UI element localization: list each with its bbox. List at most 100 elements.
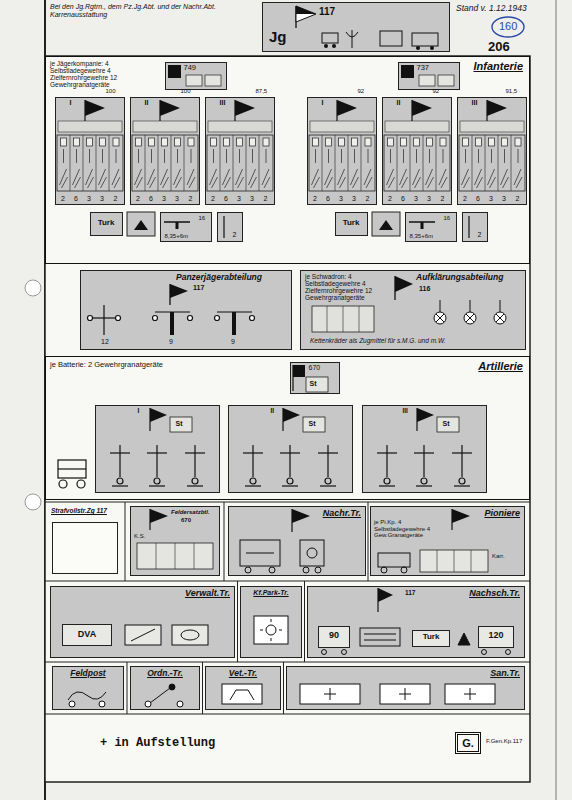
unit-note: F.Gen.Kp.117 [486,738,522,745]
antitank-battalion-box: Panzerjägerabteilung117 [80,270,292,350]
chart-frame [45,56,530,782]
strength-number: 2 [366,195,370,203]
unit-label: 670 [309,364,321,372]
strength-number: 3 [162,195,166,203]
unit-number: St [309,420,316,428]
infantry-symbols [55,62,527,242]
strength-number: 3 [250,195,254,203]
unit-number: St [443,420,450,428]
strength-number: 12 [101,338,109,346]
unit-number: 92 [433,88,440,95]
unit-number: 87,5 [256,88,268,95]
motor-park-box: Kf.Park-Tr. [240,586,302,658]
column-box: Turk [412,630,450,647]
battalion-box: II92 [382,97,452,205]
unit-label: II [271,407,275,414]
paper-edge [556,0,557,800]
footnote: + in Aufstellung [100,737,215,750]
unit-label: Jg [269,29,287,46]
strength-number: 9 [169,338,173,346]
strength-number: 2 [211,195,215,203]
unit-label: Ordn.-Tr. [131,669,199,678]
company-box: 2 [462,212,488,242]
date-note: Stand v. 1.12.1943 [456,4,527,13]
strength-number: 3 [87,195,91,203]
antitank-recon-symbols [80,270,526,350]
unit-number: 92 [358,88,365,95]
medical-box: San.Tr. [286,666,525,710]
unit-number: 91,5 [506,88,518,95]
unit-label: Turk [336,219,367,228]
company-box: Turk [90,212,123,236]
strength-number: 6 [326,195,330,203]
equipment-note: Kettenkräder als Zugmittel für s.M.G. un… [310,337,446,344]
signals-box: Nachr.Tr. [228,506,366,576]
unit-label: Pioniere [484,509,520,519]
strength-number: 3 [502,195,506,203]
unit-label: Verwalt.Tr. [185,589,230,599]
unit-label: 120 [479,631,513,641]
strength-number: 6 [149,195,153,203]
military-police-box: Ordn.-Tr. [130,666,200,710]
unit-label: 16 [199,215,206,222]
strength-number: 2 [264,195,268,203]
unit-label: Nachr.Tr. [323,509,361,519]
unit-label: II [397,99,401,107]
strength-number: 2 [189,195,193,203]
equipment-note: je Schwadron: 4 Selbstladegewehre 4 Ziel… [305,273,390,302]
artillery-battalion-box: III St [362,405,487,493]
unit-label: I [138,407,140,414]
unit-number: 100 [106,88,116,95]
company-box: 16 8,35+6m [160,212,212,242]
unit-box: DVA [62,624,112,646]
unit-label: 749 [184,64,197,72]
header-note: Bei den Jg.Rgtrn., dem Pz.Jg.Abt. und de… [50,3,255,18]
supply-box: Nachsch.Tr.11790Turk120 [307,586,525,658]
unit-number: St [176,420,183,428]
strength-number: 3 [489,195,493,203]
strength-number: 3 [427,195,431,203]
replacement-battalion-box: Feldersatzbtl.670 [130,506,220,576]
strength-number: 2 [114,195,118,203]
strength-number: 3 [339,195,343,203]
unit-label: Kf.Park-Tr. [241,589,301,597]
strength-number: 3 [175,195,179,203]
unit-label: Turk [413,633,449,642]
strength-number: 2 [61,195,65,203]
strength-number: 6 [401,195,405,203]
unit-label: III [472,99,478,107]
unit-label: Artillerie [478,360,523,372]
unit-label: Feldersatzbtl. [171,509,210,516]
artillery-battalion-box: II St [228,405,353,493]
company-box: 2 [217,212,243,242]
strength-number: 3 [237,195,241,203]
unit-label: III [403,407,408,414]
punch-hole [25,494,41,510]
page-number: 206 [488,40,510,54]
infantry-section: Infanterie749737I100II100III87,5I92II92I… [45,56,530,264]
strength-number: 2 [463,195,467,203]
battalion-box: II100 [130,97,200,205]
unit-label: Vet.-Tr. [206,669,280,678]
strength-number: 3 [414,195,418,203]
veterinary-box: Vet.-Tr. [205,666,281,710]
unit-number: 117 [193,284,204,292]
unit-label: I [70,99,72,107]
regiment-hq-box: 749 [165,62,227,90]
company-box: 168,35+6m [405,212,457,242]
unit-label: Aufklärungsabteilung [416,273,503,282]
battalion-box: I100 [55,97,125,205]
unit-label: II [145,99,149,107]
unit-number: 8,35+6m [165,233,189,240]
unit-label: Infanterie [473,60,523,72]
strength-number: 2 [441,195,445,203]
unit-label: Turk [91,219,122,228]
unit-note: Karr. [492,553,505,560]
strength-number: 2 [516,195,520,203]
strength-number: 2 [388,195,392,203]
unit-label: G. [458,737,478,749]
equipment-note: je Batterie: 2 Gewehrgranatgeräte [50,361,163,369]
unit-number: 8,35+6m [410,233,434,240]
pencil-circle [492,17,524,37]
